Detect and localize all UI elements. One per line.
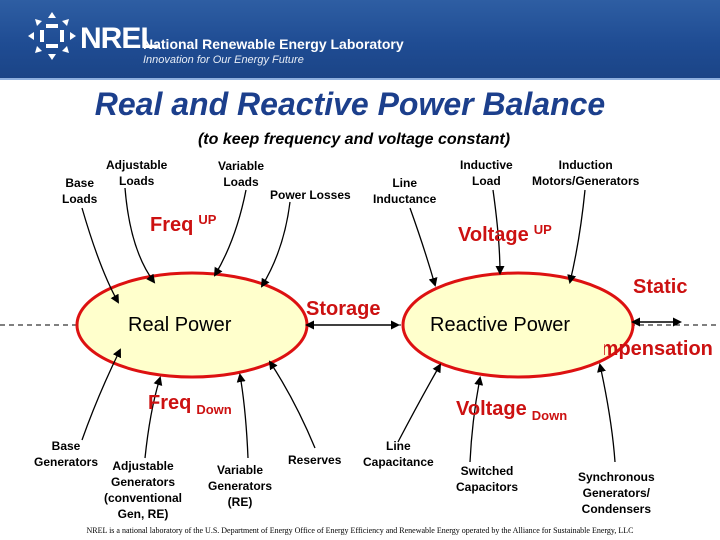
compensation-label: Compensation — [604, 338, 713, 360]
label-induction-motors: Induction Motors/Generators — [532, 158, 640, 188]
arrow-induction-motors — [567, 189, 586, 284]
label-synchronous-generators: Synchronous Generators/ Condensers — [578, 470, 655, 516]
page-title: Real and Reactive Power Balance — [94, 86, 606, 122]
freq-up-direction: UP — [198, 212, 217, 227]
page-subtitle: (to keep frequency and voltage constant) — [197, 131, 511, 148]
freq-down-label: Freq — [148, 392, 192, 414]
header-divider — [0, 78, 720, 80]
arrow-synchronous-generators — [597, 363, 616, 463]
header-band — [0, 0, 720, 80]
label-base-loads: Base Loads — [62, 176, 98, 206]
arrow-switched-capacitors — [469, 376, 484, 463]
label-variable-generators: Variable Generators (RE) — [208, 463, 273, 509]
arrow-line-inductance — [409, 207, 438, 287]
label-base-generators: Base Generators — [34, 439, 99, 469]
arrow-adjustable-loads — [124, 187, 156, 284]
freq-up-indicator: Freq UP — [150, 212, 216, 237]
static-label: Static — [633, 276, 688, 298]
lab-tagline: Innovation for Our Energy Future — [143, 54, 304, 66]
label-adjustable-generators: Adjustable Generators (conventional Gen,… — [104, 459, 183, 521]
freq-down-indicator: Freq Down — [148, 392, 232, 417]
label-line-capacitance: Line Capacitance — [363, 439, 434, 469]
label-variable-loads: Variable Loads — [218, 159, 265, 189]
compensation-clip: Compensation — [604, 336, 720, 364]
voltage-up-indicator: Voltage UP — [458, 222, 552, 247]
label-switched-capacitors: Switched Capacitors — [456, 464, 519, 494]
nrel-logo-icon — [28, 12, 76, 60]
label-adjustable-loads: Adjustable Loads — [106, 158, 168, 188]
arrow-base-generators — [81, 348, 121, 441]
nrel-wordmark: NREL — [80, 22, 159, 55]
arrow-variable-loads — [213, 189, 247, 277]
label-inductive-load: Inductive Load — [460, 158, 513, 188]
freq-up-label: Freq — [150, 214, 194, 236]
voltage-up-label: Voltage — [458, 224, 529, 246]
voltage-down-direction: Down — [531, 408, 568, 423]
arrow-adjustable-generators — [144, 376, 163, 459]
arrow-variable-generators — [236, 373, 249, 459]
arrow-base-loads — [81, 207, 119, 304]
arrow-line-capacitance — [397, 363, 441, 443]
label-reserves: Reserves — [288, 453, 342, 467]
voltage-down-label: Voltage — [456, 398, 527, 420]
storage-label: Storage — [306, 298, 381, 320]
label-power-losses: Power Losses — [270, 188, 351, 202]
arrow-reserves — [268, 360, 316, 449]
label-line-inductance: Line Inductance — [373, 176, 437, 206]
arrow-inductive-load — [492, 189, 505, 275]
arrow-power-losses — [260, 201, 291, 288]
voltage-down-indicator: Voltage Down — [456, 398, 567, 423]
footer-note: NREL is a national laboratory of the U.S… — [86, 526, 634, 535]
voltage-up-direction: UP — [533, 222, 552, 237]
lab-name: National Renewable Energy Laboratory — [143, 36, 404, 52]
real-power-label: Real Power — [128, 314, 232, 336]
reactive-power-label: Reactive Power — [430, 314, 571, 336]
freq-down-direction: Down — [196, 402, 232, 417]
